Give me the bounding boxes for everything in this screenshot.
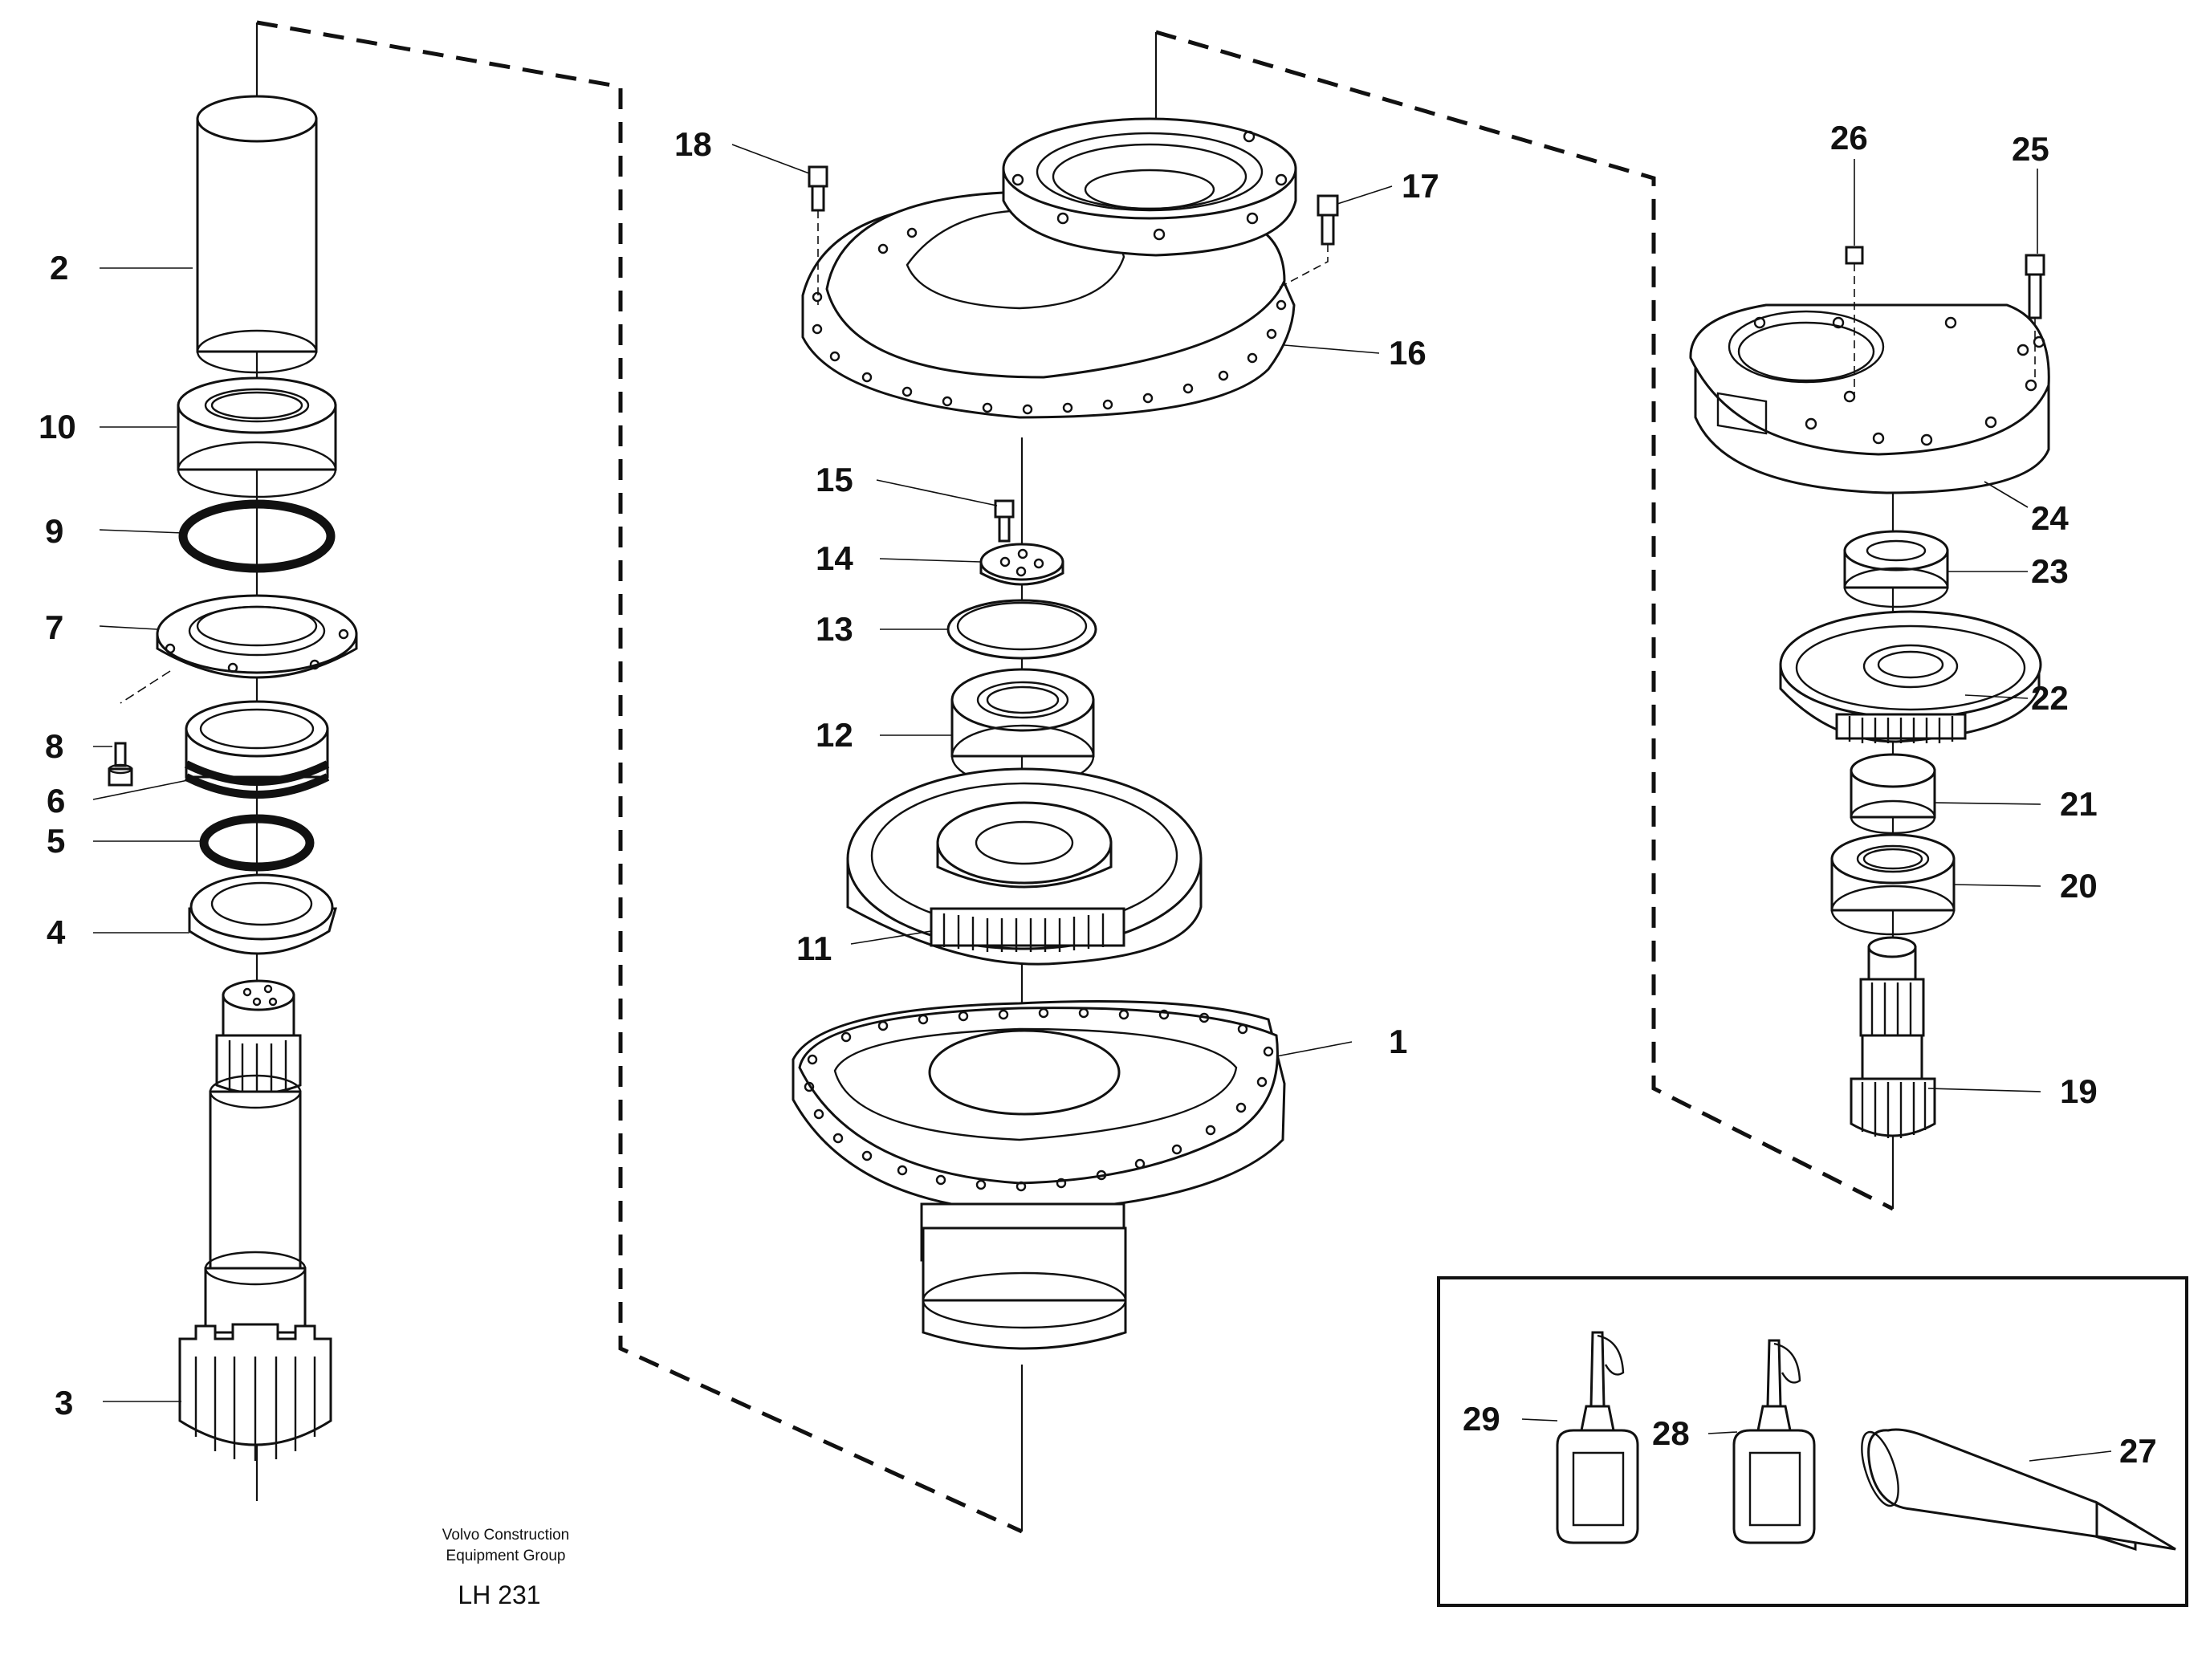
callout-26: 26: [1830, 119, 1868, 157]
callout-7: 7: [45, 608, 63, 646]
callout-13: 13: [816, 610, 853, 648]
callout-18: 18: [674, 125, 712, 163]
callout-23: 23: [2031, 552, 2069, 590]
part-24-cover-plate: [1689, 303, 2050, 494]
part-4-bearing-cone: [188, 873, 337, 955]
callout-2: 2: [50, 249, 68, 287]
part-5-ring: [199, 814, 315, 872]
callout-10: 10: [39, 408, 76, 445]
part-2-sleeve: [196, 95, 318, 374]
part-13-ring: [946, 599, 1097, 660]
part-28-bottle: [1732, 1339, 1816, 1544]
part-18-bolt: [808, 165, 828, 305]
callout-20: 20: [2060, 867, 2098, 905]
callout-25: 25: [2012, 130, 2049, 168]
callout-3: 3: [55, 1384, 73, 1422]
company-name-line-2: Equipment Group: [446, 1548, 566, 1564]
callout-14: 14: [816, 539, 853, 577]
part-27-grease-cartridge: [1861, 1428, 2176, 1552]
center-gearbox-assembly: [792, 32, 1339, 1532]
callout-24: 24: [2031, 499, 2069, 537]
part-26-plug: [1845, 246, 1864, 397]
part-17-bolt: [1276, 194, 1339, 290]
callout-11: 11: [796, 929, 832, 967]
right-drive-assembly: [1689, 246, 2050, 1209]
part-20-bearing: [1830, 833, 1956, 936]
callout-6: 6: [47, 782, 65, 820]
part-8-bolt: [108, 670, 171, 787]
part-14-cap: [979, 543, 1064, 586]
callout-15: 15: [816, 461, 853, 498]
part-25-bolt: [2025, 254, 2045, 377]
part-6-seal: [184, 700, 330, 799]
callout-leader-lines: [92, 144, 2112, 1462]
company-name-line-1: Volvo Construction: [442, 1527, 569, 1544]
drawing-code: LH 231: [458, 1580, 540, 1609]
callout-8: 8: [45, 727, 63, 765]
gear-teeth-11: [930, 907, 1125, 952]
part-3-pinion-shaft: [178, 979, 332, 1461]
part-22-gear: [1779, 610, 2042, 743]
part-23-bearing: [1843, 530, 1949, 608]
callout-28: 28: [1652, 1414, 1690, 1452]
callout-4: 4: [47, 913, 66, 951]
callout-9: 9: [45, 512, 63, 550]
part-19-pinion: [1850, 936, 1936, 1138]
part-7-flange: [156, 594, 358, 679]
callout-labels: 2 10 9 7 8 6 5 4 3 18 17 16 15 14 13 12 …: [39, 119, 2157, 1470]
callout-17: 17: [1402, 167, 1439, 205]
callout-22: 22: [2031, 679, 2069, 717]
part-1-housing-base: [792, 1000, 1286, 1350]
part-21-spacer: [1850, 753, 1936, 835]
part-29-bottle: [1556, 1331, 1639, 1544]
part-9-o-ring: [178, 499, 336, 573]
callout-5: 5: [47, 822, 65, 860]
left-shaft-assembly: [108, 22, 358, 1501]
callout-21: 21: [2060, 785, 2098, 823]
assembly-guide-lines: [256, 20, 1895, 1534]
drawing-footer: Volvo Construction Equipment Group LH 23…: [442, 1527, 569, 1609]
callout-12: 12: [816, 716, 853, 754]
service-kit-box: [1437, 1276, 2188, 1607]
part-12-bearing: [950, 668, 1095, 788]
callout-19: 19: [2060, 1072, 2098, 1110]
callout-16: 16: [1389, 334, 1427, 372]
part-11-large-gear: [846, 767, 1203, 966]
callout-27: 27: [2119, 1432, 2157, 1470]
callout-29: 29: [1463, 1400, 1500, 1438]
part-15-bolt: [994, 499, 1015, 543]
part-10-bearing: [177, 376, 337, 498]
callout-1: 1: [1389, 1023, 1407, 1060]
part-16-housing-cover: [801, 117, 1297, 419]
